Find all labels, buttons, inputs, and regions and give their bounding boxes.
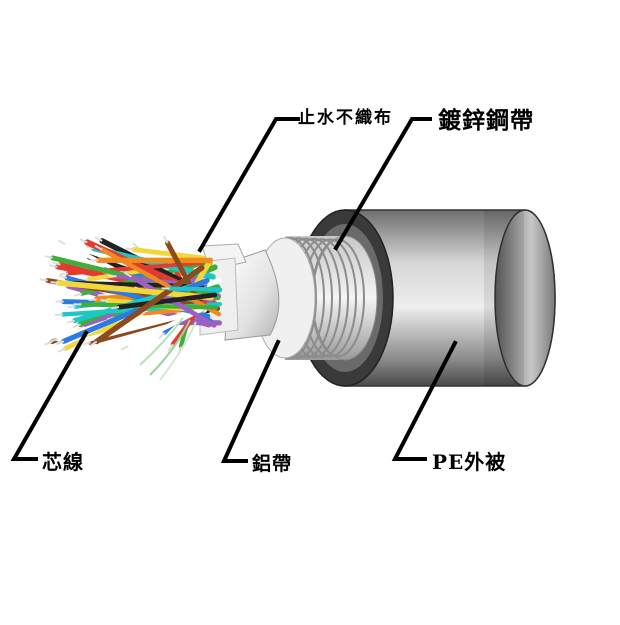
leader-core <box>14 333 86 459</box>
core-wire-tip <box>159 333 165 339</box>
core-wire-tip <box>51 282 59 283</box>
label-pe-jacket: PE外被 <box>432 452 506 472</box>
core-wire-tip <box>40 279 48 280</box>
core-wire-tip <box>89 299 97 300</box>
leader-nonwoven <box>200 119 298 250</box>
label-galvanized-steel-tape: 鍍鋅鋼帶 <box>438 109 534 132</box>
core-wire-tip <box>109 275 117 276</box>
label-aluminum-tape: 鋁帶 <box>252 455 292 474</box>
core-wire-tip <box>111 307 119 308</box>
core-wire-tip <box>67 306 75 307</box>
label-core-wires: 芯線 <box>42 452 84 472</box>
core-wire-tip <box>100 300 108 301</box>
core-wire-tip <box>55 314 63 315</box>
core-wire-tip <box>60 273 68 274</box>
label-water-blocking-nonwoven: 止水不織布 <box>298 110 393 127</box>
leader-aluminum <box>224 342 278 461</box>
core-wire-tip <box>58 240 65 244</box>
core-wire-bundle <box>40 236 220 354</box>
core-wire-tip <box>98 295 106 296</box>
core-wire-tip <box>126 249 134 250</box>
core-wire <box>170 289 219 290</box>
